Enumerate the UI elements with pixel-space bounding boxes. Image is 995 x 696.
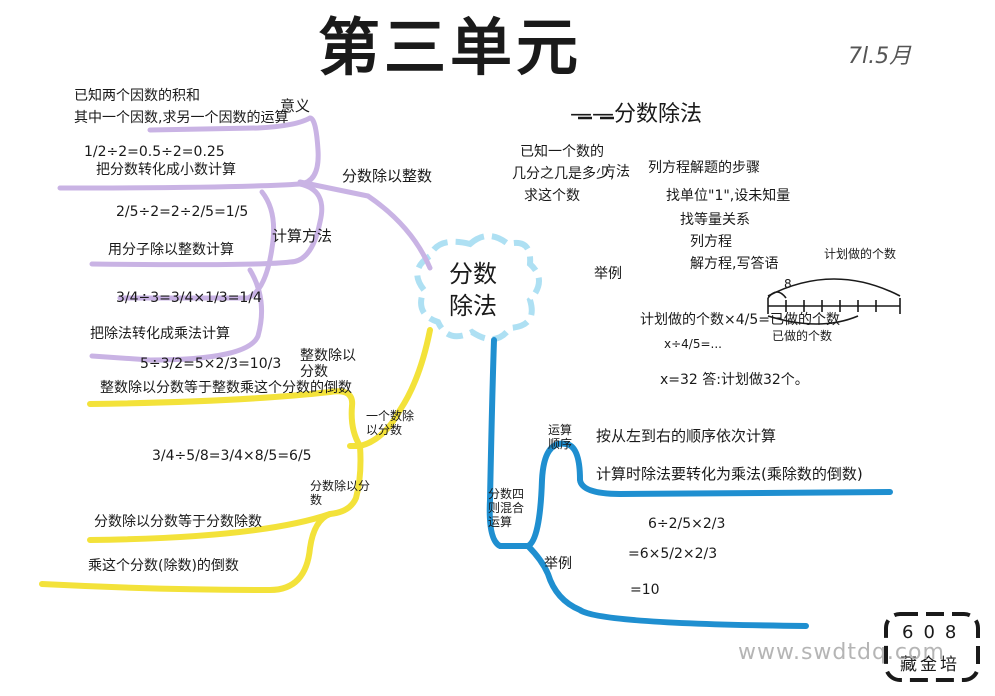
corner-box bbox=[884, 612, 980, 682]
meaning-text-2: 其中一个因数,求另一个因数的运算 bbox=[74, 110, 289, 126]
int-example-3: 3/4÷3=3/4×1/3=1/4 bbox=[116, 290, 262, 306]
diagram-unit: 8 bbox=[784, 277, 792, 291]
int-example-1: 1/2÷2=0.5÷2=0.25 bbox=[84, 144, 225, 160]
sub2-example: 3/4÷5/8=3/4×8/5=6/5 bbox=[152, 448, 312, 464]
bar-diagram bbox=[767, 278, 901, 325]
mixed-ex-2: =6×5/2×2/3 bbox=[628, 546, 718, 562]
sub2-label: 分数除以分数 bbox=[310, 479, 371, 507]
sub2-text-2: 乘这个分数(除数)的倒数 bbox=[88, 558, 239, 574]
sub2-text-1: 分数除以分数等于分数除数 bbox=[94, 514, 262, 530]
step-4: 解方程,写答语 bbox=[690, 256, 779, 272]
order-1: 按从左到右的顺序依次计算 bbox=[596, 427, 777, 445]
branch-mixed-label: 分数四则混合运算 bbox=[488, 487, 525, 529]
step-1: 找单位"1",设未知量 bbox=[666, 188, 791, 204]
eq-solve: x÷4/5=... bbox=[664, 337, 722, 351]
sub1-text: 整数除以分数等于整数乘这个分数的倒数 bbox=[100, 380, 352, 396]
int-note-1: 把分数转化成小数计算 bbox=[96, 162, 236, 178]
sub1-label: 整数除以分数 bbox=[300, 348, 356, 381]
app-answer: x=32 答:计划做32个。 bbox=[660, 372, 809, 388]
meaning-text-1: 已知两个因数的积和 bbox=[74, 88, 200, 104]
diagram-top-label: 计划做的个数 bbox=[824, 247, 897, 261]
sub1-example: 5÷3/2=5×2/3=10/3 bbox=[140, 356, 282, 372]
method-label: 方法 bbox=[602, 164, 630, 180]
branch-int-label: 分数除以整数 bbox=[342, 167, 433, 185]
mixed-ex-3: =10 bbox=[630, 582, 660, 598]
eq-sub: 已做的个数 bbox=[772, 329, 833, 343]
meaning-label: 意义 bbox=[280, 97, 311, 115]
purple-branches bbox=[57, 115, 433, 363]
mixed-example-label: 举例 bbox=[544, 556, 572, 572]
app-q1: 已知一个数的 bbox=[520, 144, 604, 160]
watermark: www.swdtdq.com bbox=[738, 640, 945, 665]
corner-name: 藏金培 bbox=[900, 655, 960, 675]
page-subtitle: ——分数除法 bbox=[570, 102, 703, 127]
calc-label: 计算方法 bbox=[272, 227, 333, 245]
int-example-2: 2/5÷2=2÷2/5=1/5 bbox=[116, 204, 249, 220]
int-note-3: 把除法转化成乘法计算 bbox=[90, 326, 230, 342]
branch-div-label: 一个数除以分数 bbox=[366, 409, 415, 437]
steps-title: 列方程解题的步骤 bbox=[648, 160, 760, 176]
order-2: 计算时除法要转化为乘法(乘除数的倒数) bbox=[596, 465, 863, 483]
corner-number: 608 bbox=[902, 622, 967, 643]
order-label: 运算顺序 bbox=[548, 423, 573, 451]
blue-branches bbox=[486, 337, 893, 629]
signature: 7l.5月 bbox=[848, 44, 912, 69]
app-q3: 求这个数 bbox=[524, 188, 580, 204]
app-q2: 几分之几是多少, bbox=[512, 166, 615, 182]
step-2: 找等量关系 bbox=[680, 212, 750, 228]
page-title: 第三单元 bbox=[318, 11, 583, 84]
center-label: 分数除法 bbox=[449, 260, 497, 321]
yellow-branches bbox=[39, 327, 433, 594]
eq-line: 计划做的个数×4/5=已做的个数 bbox=[640, 312, 840, 328]
app-example-label: 举例 bbox=[594, 266, 622, 282]
int-note-2: 用分子除以整数计算 bbox=[108, 242, 234, 258]
mixed-ex-1: 6÷2/5×2/3 bbox=[648, 516, 726, 532]
step-3: 列方程 bbox=[690, 234, 732, 250]
